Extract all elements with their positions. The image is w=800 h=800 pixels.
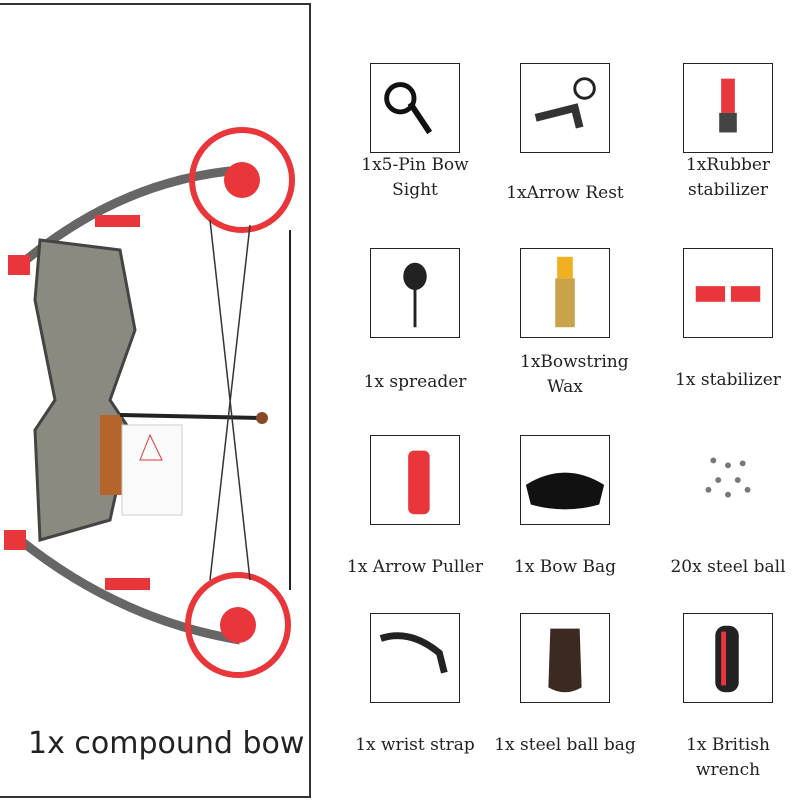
- item-arrow-rest: 1xArrow Rest: [490, 63, 640, 206]
- bow-bag-icon: [520, 435, 610, 525]
- item-label: 1x British wrench: [686, 735, 770, 780]
- item-label: 1x spreader: [363, 372, 467, 392]
- item-spreader: 1x spreader: [340, 248, 490, 395]
- item-steel-balls: 20x steel ball: [653, 435, 800, 580]
- steel-ball-bag-icon: [520, 613, 610, 703]
- arrow-puller-icon: [370, 435, 460, 525]
- item-bow-bag: 1x Bow Bag: [490, 435, 640, 580]
- item-stabilizer: 1x stabilizer: [653, 248, 800, 393]
- item-label: 1xRubber stabilizer: [685, 155, 771, 200]
- item-steel-ball-bag: 1x steel ball bag: [490, 613, 640, 758]
- item-label: 1x Arrow Puller: [347, 557, 483, 577]
- wrench-icon: [683, 613, 773, 703]
- spreader-icon: [370, 248, 460, 338]
- item-wrist-strap: 1x wrist strap: [340, 613, 490, 758]
- bowstring-wax-icon: [520, 248, 610, 338]
- item-label: 1xBowstring Wax: [520, 352, 629, 397]
- item-label: 1x Bow Bag: [514, 557, 616, 577]
- item-label: 1x wrist strap: [355, 735, 475, 755]
- item-label: 1x steel ball bag: [494, 735, 636, 755]
- item-bow-sight: 1x5-Pin Bow Sight: [340, 63, 490, 203]
- steel-balls-icon: [683, 435, 773, 525]
- arrow-rest-icon: [520, 63, 610, 153]
- item-bowstring-wax: 1xBowstring Wax: [490, 248, 640, 400]
- item-arrow-puller: 1x Arrow Puller: [340, 435, 490, 580]
- product-frame: [0, 3, 311, 798]
- item-british-wrench: 1x British wrench: [653, 613, 800, 783]
- stabilizer-icon: [683, 248, 773, 338]
- rubber-stabilizer-icon: [683, 63, 773, 153]
- compound-bow-image: [4, 127, 295, 678]
- item-label: 1x5-Pin Bow Sight: [361, 155, 469, 200]
- item-rubber-stabilizer: 1xRubber stabilizer: [653, 63, 800, 203]
- item-label: 1x stabilizer: [675, 370, 781, 390]
- bow-sight-icon: [370, 63, 460, 153]
- item-label: 1xArrow Rest: [506, 183, 624, 203]
- wrist-strap-icon: [370, 613, 460, 703]
- item-label: 20x steel ball: [670, 557, 786, 577]
- compound-bow-label: 1x compound bow: [28, 726, 305, 761]
